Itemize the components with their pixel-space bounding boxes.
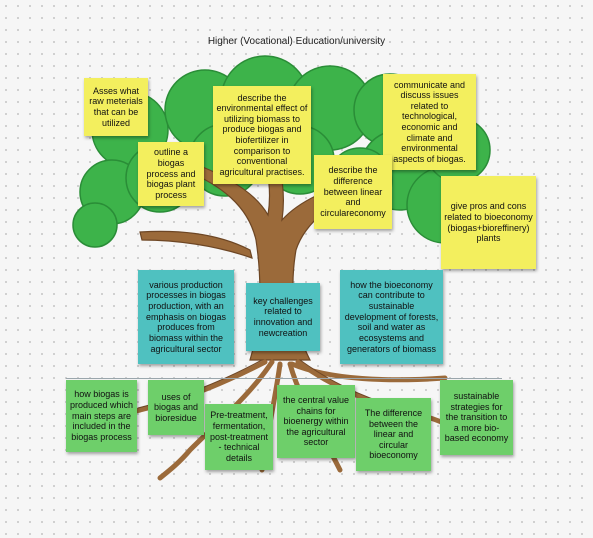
note-pros-cons-bioeconomy[interactable]: give pros and cons related to bioeconomy… [441,176,536,269]
note-communicate-discuss[interactable]: communicate and discuss issues related t… [383,74,476,170]
note-production-processes[interactable]: various production processes in biogas p… [138,270,234,364]
note-sustainable-strategies[interactable]: sustainable strategies for the transitio… [440,380,513,455]
note-bioeconomy-contribution[interactable]: how the bioeconomy can contribute to sus… [340,270,443,364]
note-assess-raw-materials[interactable]: Asses what raw meterials that can be uti… [84,78,148,136]
ground-line [66,378,502,379]
note-how-biogas-produced[interactable]: how biogas is produced which main steps … [66,380,137,452]
note-pretreatment[interactable]: Pre-treatment, fermentation, post-treatm… [205,404,273,470]
note-key-challenges[interactable]: key challenges related to innovation and… [246,283,320,351]
note-linear-circular-bioeconomy[interactable]: The difference between the linear and ci… [356,398,431,471]
note-environmental-effect[interactable]: describe the environmental effect of uti… [213,86,311,184]
note-uses-biogas[interactable]: uses of biogas and bioresidue [148,380,204,435]
note-outline-biogas-process[interactable]: outline a biogas process and biogas plan… [138,142,204,206]
note-linear-circular-difference[interactable]: describe the difference between linear a… [314,155,392,229]
note-value-chains[interactable]: the central value chains for bioenergy w… [277,385,355,458]
diagram-title: Higher (Vocational) Education/university [207,36,386,47]
